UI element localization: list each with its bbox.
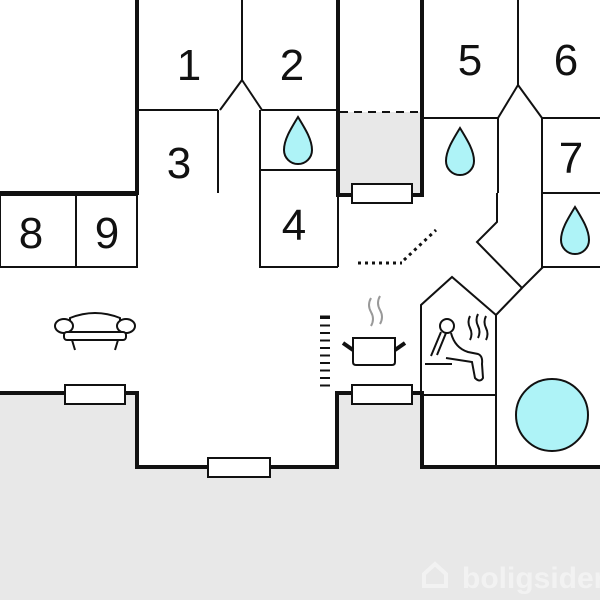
sofa-icon: [54, 312, 136, 351]
house-interior: [0, 0, 600, 467]
inner-walls: [0, 0, 600, 467]
room-number-9: 9: [95, 209, 119, 258]
watermark-logo: boligsiden: [422, 561, 600, 595]
room-number-4: 4: [282, 201, 306, 250]
room-number-8: 8: [19, 209, 43, 258]
cooking-pot-icon: [341, 295, 407, 366]
stairs-icon: [320, 228, 438, 388]
room-number-7: 7: [559, 134, 583, 183]
window-icon: [64, 183, 413, 478]
outer-walls: [0, 0, 600, 469]
water-drop-icon: [282, 115, 591, 255]
room-number-2: 2: [280, 41, 304, 90]
room-number-5: 5: [458, 36, 482, 85]
pool-icon: [515, 378, 589, 452]
watermark-text: boligsiden: [462, 562, 600, 595]
room-number-6: 6: [554, 36, 578, 85]
room-number-1: 1: [177, 41, 201, 90]
sauna-icon: [425, 313, 489, 382]
room-number-3: 3: [167, 139, 191, 188]
